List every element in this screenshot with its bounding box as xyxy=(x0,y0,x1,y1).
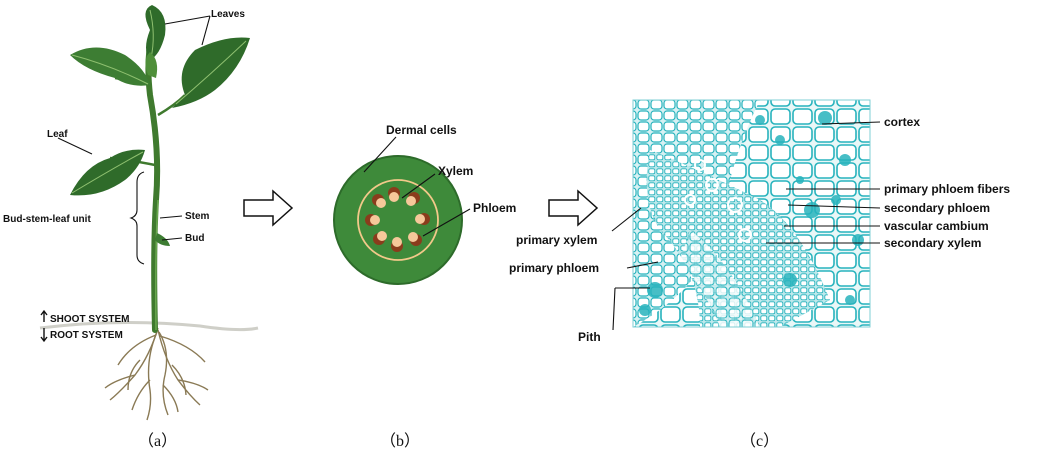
leaves-leader xyxy=(164,15,211,46)
bud-stem-leaf-unit-label: Bud-stem-leaf unit xyxy=(3,214,91,225)
leaf-leader xyxy=(57,137,93,155)
leaves-label: Leaves xyxy=(211,9,245,20)
primary-phloem-label: primary phloem xyxy=(509,261,599,275)
cortex-leader xyxy=(821,121,881,125)
dermal-cells-label: Dermal cells xyxy=(386,123,457,137)
primary-xylem-leader xyxy=(611,207,642,232)
secondary-phloem-leader xyxy=(787,204,881,209)
caption-a: （a） xyxy=(138,432,177,450)
leaf-label: Leaf xyxy=(47,129,68,140)
root-arrow xyxy=(40,328,48,343)
micrograph-image xyxy=(633,100,870,327)
arrow-b-to-c xyxy=(548,189,599,227)
panel-b-cross-section: Dermal cells Xylem Phloem （b） xyxy=(333,123,516,450)
vascular-bundles xyxy=(365,187,430,252)
vascular-ring xyxy=(357,179,439,261)
primary-xylem-label: primary xylem xyxy=(516,233,597,247)
primary-phloem-leader xyxy=(626,261,659,269)
cortex-label: cortex xyxy=(884,115,920,129)
root-system-label: ROOT SYSTEM xyxy=(50,330,123,341)
vascular-cambium-label: vascular cambium xyxy=(884,219,989,233)
pith-leader xyxy=(612,287,650,331)
bud-leader xyxy=(161,237,183,241)
stem-label: Stem xyxy=(185,211,210,222)
stem-cross-section xyxy=(334,156,462,284)
shoot-system-label: SHOOT SYSTEM xyxy=(50,314,129,325)
shoot-arrow xyxy=(40,309,48,322)
xylem-label: Xylem xyxy=(438,164,473,178)
secondary-xylem-label: secondary xylem xyxy=(884,236,981,250)
stem-leader xyxy=(159,215,183,219)
panel-a-plant: Leaves Leaf Bud-stem-leaf unit Stem Bud … xyxy=(3,5,259,450)
leaves-illustration xyxy=(70,5,250,246)
caption-b: （b） xyxy=(380,432,420,450)
panel-c-micrograph: cortex primary phloem fibers secondary p… xyxy=(509,99,1010,450)
unit-bracket xyxy=(129,171,145,265)
roots-illustration xyxy=(104,327,209,421)
primary-phloem-fibers-label: primary phloem fibers xyxy=(884,182,1010,196)
caption-c: （c） xyxy=(740,432,779,450)
pith-label: Pith xyxy=(578,330,601,344)
phloem-label: Phloem xyxy=(473,201,516,215)
secondary-phloem-label: secondary phloem xyxy=(884,201,990,215)
bud-label: Bud xyxy=(185,233,204,244)
xylem-leader xyxy=(401,173,436,199)
dermal-cells-leader xyxy=(363,136,397,173)
phloem-leader xyxy=(422,208,471,237)
soil-line xyxy=(39,320,259,332)
arrow-a-to-b xyxy=(243,189,294,227)
